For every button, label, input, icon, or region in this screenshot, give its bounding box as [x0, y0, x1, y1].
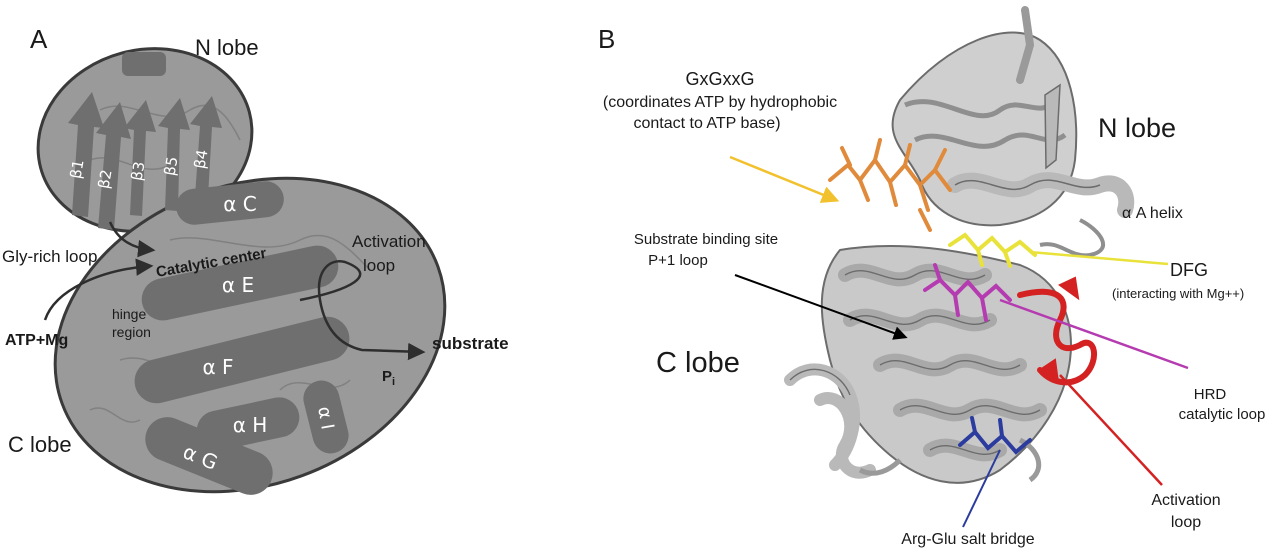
b-n-lobe-ribbon: [891, 6, 1135, 258]
gly-rich-loop-arrow: [108, 221, 156, 258]
gxgxxg-label-1: GxGxxG: [685, 69, 754, 89]
dfg-pointer: [1029, 250, 1169, 266]
hrd-motif: [923, 263, 1012, 322]
alpha-a-helix-label: α A helix: [1122, 205, 1183, 222]
activation-loop-pointer: [1059, 374, 1163, 486]
gxgxxg-label-2: (coordinates ATP by hydrophobic: [603, 94, 837, 111]
a-c-lobe-label: C lobe: [8, 432, 72, 457]
label-beta2: β2: [95, 168, 116, 190]
panel-b: B: [598, 6, 1266, 548]
pi-label: Pi: [382, 368, 395, 388]
activation-loop-arrow: [299, 260, 426, 361]
gxgxxg-label-3: contact to ATP base): [633, 115, 780, 132]
salt-bridge-motif: [958, 416, 1032, 455]
substrate-site-label-2: P+1 loop: [648, 252, 708, 269]
panel-b-letter: B: [598, 24, 615, 54]
hrd-label-2: catalytic loop: [1179, 406, 1266, 423]
hrd-pointer: [999, 298, 1189, 370]
activation-loop-label-1: Activation: [352, 232, 426, 251]
label-helix-i: α I: [313, 405, 338, 431]
label-beta3: β3: [128, 160, 149, 182]
dfg-motif: [948, 232, 1037, 268]
substrate-label: substrate: [432, 334, 509, 353]
hinge-label-2: region: [112, 324, 151, 340]
hrd-label-1: HRD: [1194, 386, 1227, 403]
atp-mg-label: ATP+Mg: [5, 332, 68, 349]
salt-bridge-pointer: [962, 449, 1001, 528]
helix-c-shape: [176, 181, 284, 225]
panel-a: A β1 β2 β3 β5 β4: [2, 24, 509, 495]
helix-g-shape: [145, 417, 273, 495]
label-helix-f: α F: [202, 355, 233, 379]
hinge-label-1: hinge: [112, 306, 146, 322]
dfg-label-1: DFG: [1170, 260, 1208, 280]
label-helix-h: α H: [233, 413, 268, 437]
helix-i-shape: [303, 380, 349, 454]
b-c-lobe-label: C lobe: [656, 347, 740, 379]
atp-mg-arrow: [43, 258, 154, 321]
salt-bridge-label: Arg-Glu salt bridge: [901, 531, 1034, 548]
activation-loop-motif: [1017, 276, 1098, 386]
gxgxxg-pointer: [729, 155, 840, 203]
activation-loop-b-label-1: Activation: [1151, 492, 1220, 509]
helices: [134, 181, 350, 495]
label-helix-e: α E: [222, 273, 254, 297]
activation-loop-b-label-2: loop: [1171, 514, 1201, 531]
substrate-site-pointer: [734, 274, 908, 340]
dfg-label-2: (interacting with Mg++): [1112, 286, 1244, 301]
label-beta5: β5: [161, 155, 182, 177]
strand-b5-shape: [158, 98, 190, 211]
substrate-site-label-1: Substrate binding site: [634, 231, 778, 248]
label-beta1: β1: [67, 158, 88, 180]
panel-a-letter: A: [30, 24, 48, 54]
strand-b1-shape: [68, 92, 104, 217]
b-n-lobe-label: N lobe: [1098, 113, 1176, 143]
a-n-lobe-label: N lobe: [195, 35, 259, 60]
label-beta4: β4: [191, 148, 212, 170]
strand-b4-shape: [190, 96, 222, 197]
helix-e-shape: [141, 245, 339, 321]
beta-strands: [68, 92, 222, 230]
label-helix-c: α C: [223, 192, 257, 216]
helix-f-shape: [134, 316, 350, 404]
strand-b2-shape: [96, 102, 131, 230]
gly-rich-loop-label: Gly-rich loop: [2, 247, 97, 266]
activation-loop-label-2: loop: [363, 256, 395, 275]
n-lobe-cap-shape: [122, 52, 166, 76]
gxgxxg-motif: [828, 138, 952, 232]
b-c-lobe-ribbon: [784, 244, 1072, 484]
helix-h-shape: [196, 397, 300, 451]
strand-b3-shape: [124, 100, 156, 216]
